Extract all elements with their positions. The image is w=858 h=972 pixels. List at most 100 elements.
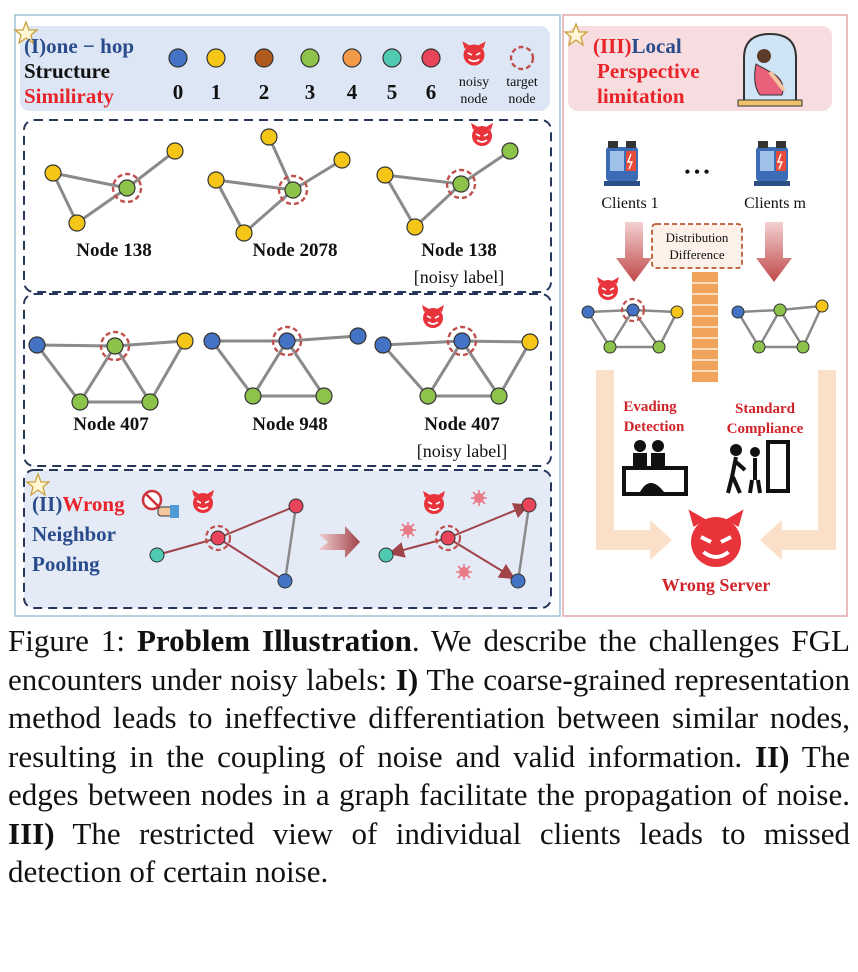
graph-edge [148,340,187,403]
isolated-person-window-icon [737,32,803,107]
graph-node [773,303,787,317]
target-node-ring [620,297,646,323]
legend-node-0 [168,48,188,68]
graph-node [453,332,471,350]
graph-node [374,336,392,354]
graph-node [603,340,617,354]
graph-edge [210,340,255,397]
caption-marker-3: III) [8,815,55,851]
graph-edge [586,311,612,348]
graph-node [28,336,46,354]
graph-node [68,214,86,232]
graph-edge [737,308,781,314]
graph-label: Node 138 [76,240,151,261]
graph-edge [292,158,343,192]
graph-edge [736,311,761,348]
caption-text-1: The coarse-grained representation method… [8,661,850,774]
legend-node-5 [382,48,402,68]
graph-edge [587,308,634,314]
client-1-server-icon [603,140,641,187]
legend-label-5: 5 [387,80,398,104]
propagation-arrow [318,526,360,558]
graph-edge [114,339,186,348]
graph-edge [778,309,805,348]
graph-node [44,164,62,182]
graph-label: Node 407 [424,414,500,435]
panel1-title-line2: Structure [24,59,110,83]
star-icon [25,472,51,497]
graph-edge [413,182,463,229]
graph-1: Node 138 [44,142,184,261]
graph-label: Node 407 [73,414,149,435]
graph-edge [126,149,176,190]
graph-node [815,299,829,313]
graph-node [235,224,253,242]
graph-node [581,305,595,319]
graph-edge [757,309,782,348]
graph-edge [631,309,661,348]
client-1-label: Clients 1 [601,195,658,212]
target-node-ring [271,325,303,357]
evading-label: Evading [623,399,677,415]
target-node-ring [111,172,143,204]
graph-edge [801,305,824,348]
target-node-ring [446,325,478,357]
graph-node [752,340,766,354]
graph-node [731,305,745,319]
target-node-ring [99,330,131,362]
graph-edge [381,344,430,397]
panel1-title-line1: (I)one − hop [24,34,134,58]
panel2-title-line2: Neighbor [32,522,116,546]
graph-label: Node 2078 [253,240,338,261]
distribution-label: Distribution [666,230,729,245]
target-node-ring [445,168,477,200]
graph-edge [35,344,82,403]
noisy-legend-label-2: node [460,92,487,107]
graph-2: Node 2078 [207,128,351,261]
graph-node [626,303,640,317]
legend-node-6 [421,48,441,68]
standard-label: Standard [735,401,796,417]
legend-node-4 [342,48,362,68]
graph-node [71,393,89,411]
person-door-icon [726,440,790,494]
graph-edge [286,334,359,343]
graph-node [284,181,302,199]
graph-label: Node 138 [421,240,496,261]
graph-edge [113,345,152,403]
graph-edge [76,186,128,225]
graph-4: Node 407 [28,330,194,435]
neighbor-graph-after [378,489,537,589]
down-arrows [616,222,792,282]
graph-edge [267,136,295,191]
panel3-title-line2: Perspective [597,59,700,83]
graph-edge [460,149,511,186]
graph-node [176,332,194,350]
graph-edge [779,304,823,312]
graph-edge [215,178,294,192]
distribution-difference-box [651,223,743,269]
wrong-server-label: Wrong Server [662,575,771,595]
graph-5: Node 948 [203,325,367,435]
graph-edge [383,174,417,228]
caption-marker-2: II) [755,738,790,774]
star-icon [563,22,589,47]
client-m-server-icon [753,140,791,187]
graph-label: Node 948 [252,414,327,435]
graph-node [490,387,508,405]
graph-node [452,175,470,193]
noisy-label-tag: [noisy label] [414,267,504,287]
clients-ellipsis: • • • [685,164,710,181]
figure-caption: Figure 1: Problem Illustration. We descr… [8,622,850,892]
graph-edge [251,340,289,397]
graph-node [333,151,351,169]
noisy-label-tag: [noisy label] [417,441,507,461]
neighbor-graph-before [149,498,304,589]
caption-text-3: The restricted view of individual client… [8,815,850,890]
graph-edge [608,309,635,348]
caption-title: Problem Illustration [136,623,412,658]
difference-label: Difference [669,247,725,262]
graph-node [118,179,136,197]
graph-node [406,218,424,236]
